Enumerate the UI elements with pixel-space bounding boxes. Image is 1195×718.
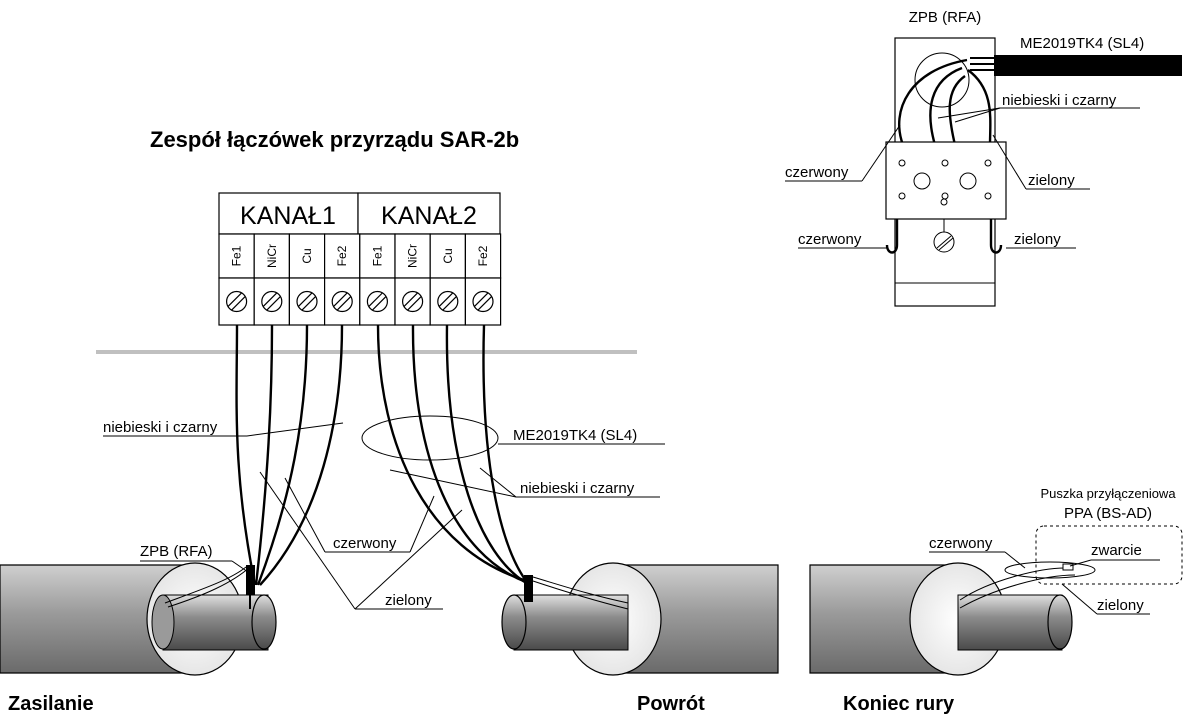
terminal-screw-icon[interactable] — [366, 290, 388, 313]
channel-2-label: KANAŁ2 — [381, 202, 477, 230]
screw-slot — [438, 292, 454, 308]
terminal-label-cell — [359, 233, 396, 279]
screw-slot — [403, 292, 419, 308]
screw-slot — [442, 295, 458, 311]
zpb-detail: ZPB (RFA) ME2019TK4 (SL4) — [785, 9, 1182, 307]
screw-slot — [262, 292, 278, 308]
screw-slot — [301, 295, 317, 311]
channel-1-label: KANAŁ1 — [240, 202, 336, 230]
label-blue-black-left: niebieski i czarny — [103, 419, 218, 436]
terminal-screw-icon[interactable] — [472, 290, 494, 313]
terminal-label: NiCr — [265, 244, 279, 268]
pipe-return — [501, 562, 779, 676]
detail-green-lower: zielony — [1014, 231, 1061, 248]
label-red: czerwony — [333, 535, 397, 552]
pipe-supply-label: Zasilanie — [8, 693, 94, 715]
terminal-screw-icon[interactable] — [296, 290, 318, 313]
detail-title: ZPB (RFA) — [909, 9, 982, 26]
detail-red-lower: czerwony — [798, 231, 862, 248]
terminal-label: Fe1 — [230, 245, 244, 266]
screw-slot — [477, 295, 493, 311]
terminal-label: Fe2 — [335, 245, 349, 266]
screw-slot — [371, 295, 387, 311]
label-green: zielony — [385, 592, 432, 609]
terminal-label: Cu — [300, 248, 314, 263]
detail-green-upper: zielony — [1028, 172, 1075, 189]
screw-slot — [332, 292, 348, 308]
screw-slot — [406, 295, 422, 311]
screw-slot — [230, 295, 246, 311]
pipe-end — [809, 561, 1096, 676]
pipe-end-label: Koniec rury — [843, 693, 955, 715]
terminal-screw-icon[interactable] — [437, 290, 459, 313]
junction-box-name: PPA (BS-AD) — [1064, 505, 1152, 522]
diagram-title: Zespół łączówek przyrządu SAR-2b — [150, 127, 519, 152]
terminal-label: Cu — [441, 248, 455, 263]
screw-slot — [336, 295, 352, 311]
junction-box-caption: Puszka przyłączeniowa — [1040, 486, 1176, 501]
junction-box-ppa: Puszka przyłączeniowa PPA (BS-AD) zwarci… — [929, 486, 1183, 615]
terminal-block: KANAŁ1 KANAŁ2 Fe1 NiCr Cu Fe2 Fe1 NiCr Cu Fe2 — [218, 192, 502, 326]
label-zpb-left: ZPB (RFA) — [140, 543, 213, 560]
terminal-screw-icon[interactable] — [226, 290, 248, 313]
label-cable-main: ME2019TK4 (SL4) — [513, 427, 637, 444]
ppa-green-label: zielony — [1097, 597, 1144, 614]
detail-red-upper: czerwony — [785, 164, 849, 181]
screw-slot — [473, 292, 489, 308]
main-labels: niebieski i czarny ME2019TK4 (SL4) niebi… — [103, 419, 665, 610]
terminal-screw-icon[interactable] — [261, 290, 283, 313]
screw-slot — [368, 292, 384, 308]
cable-bundle-ring — [361, 415, 499, 461]
terminal-label: Fe2 — [476, 245, 490, 266]
short-label: zwarcie — [1091, 542, 1142, 559]
terminal-label-cell — [394, 233, 431, 279]
detail-cable-label: ME2019TK4 (SL4) — [1020, 35, 1144, 52]
terminal-label: NiCr — [406, 244, 420, 268]
terminal-label: Fe1 — [370, 245, 384, 266]
screw-slot — [266, 295, 282, 311]
detail-blue-black: niebieski i czarny — [1002, 92, 1117, 109]
main-cables — [235, 324, 531, 587]
ppa-red-label: czerwony — [929, 535, 993, 552]
screw-slot — [227, 292, 243, 308]
pipe-return-label: Powrót — [637, 693, 705, 715]
terminal-screw-icon[interactable] — [402, 290, 424, 313]
screw-slot — [297, 292, 313, 308]
label-blue-black-right: niebieski i czarny — [520, 480, 635, 497]
terminal-screw-icon[interactable] — [331, 290, 353, 313]
pipe-supply — [0, 562, 277, 676]
